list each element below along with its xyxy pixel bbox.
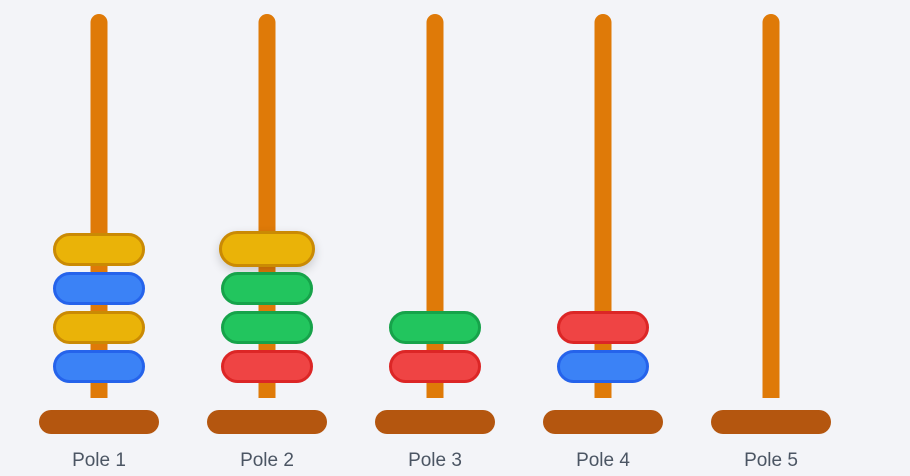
pole-rod[interactable] [426,14,444,398]
pole-label: Pole 5 [744,450,798,471]
disk-yellow[interactable] [53,233,145,266]
disk-blue [53,272,145,305]
disk-red[interactable] [557,311,649,344]
disk-green [221,311,313,344]
pole-label: Pole 4 [576,450,630,471]
pole-group-4[interactable]: Pole 4 [519,0,687,476]
pole-base [543,410,663,434]
pole-label: Pole 1 [72,450,126,471]
disk-blue [557,350,649,383]
pole-label: Pole 3 [408,450,462,471]
pole-base [711,410,831,434]
pole-group-5[interactable]: Pole 5 [687,0,855,476]
pole-base [39,410,159,434]
disk-green[interactable] [389,311,481,344]
disk-green [221,272,313,305]
pole-group-2[interactable]: Pole 2 [183,0,351,476]
disk-red [389,350,481,383]
pole-label: Pole 2 [240,450,294,471]
pole-base [375,410,495,434]
disk-yellow[interactable] [219,231,315,267]
pole-rod[interactable] [594,14,612,398]
pole-group-1[interactable]: Pole 1 [15,0,183,476]
pole-rod[interactable] [762,14,780,398]
disk-blue [53,350,145,383]
disk-red [221,350,313,383]
pole-base [207,410,327,434]
disk-yellow [53,311,145,344]
pole-group-3[interactable]: Pole 3 [351,0,519,476]
